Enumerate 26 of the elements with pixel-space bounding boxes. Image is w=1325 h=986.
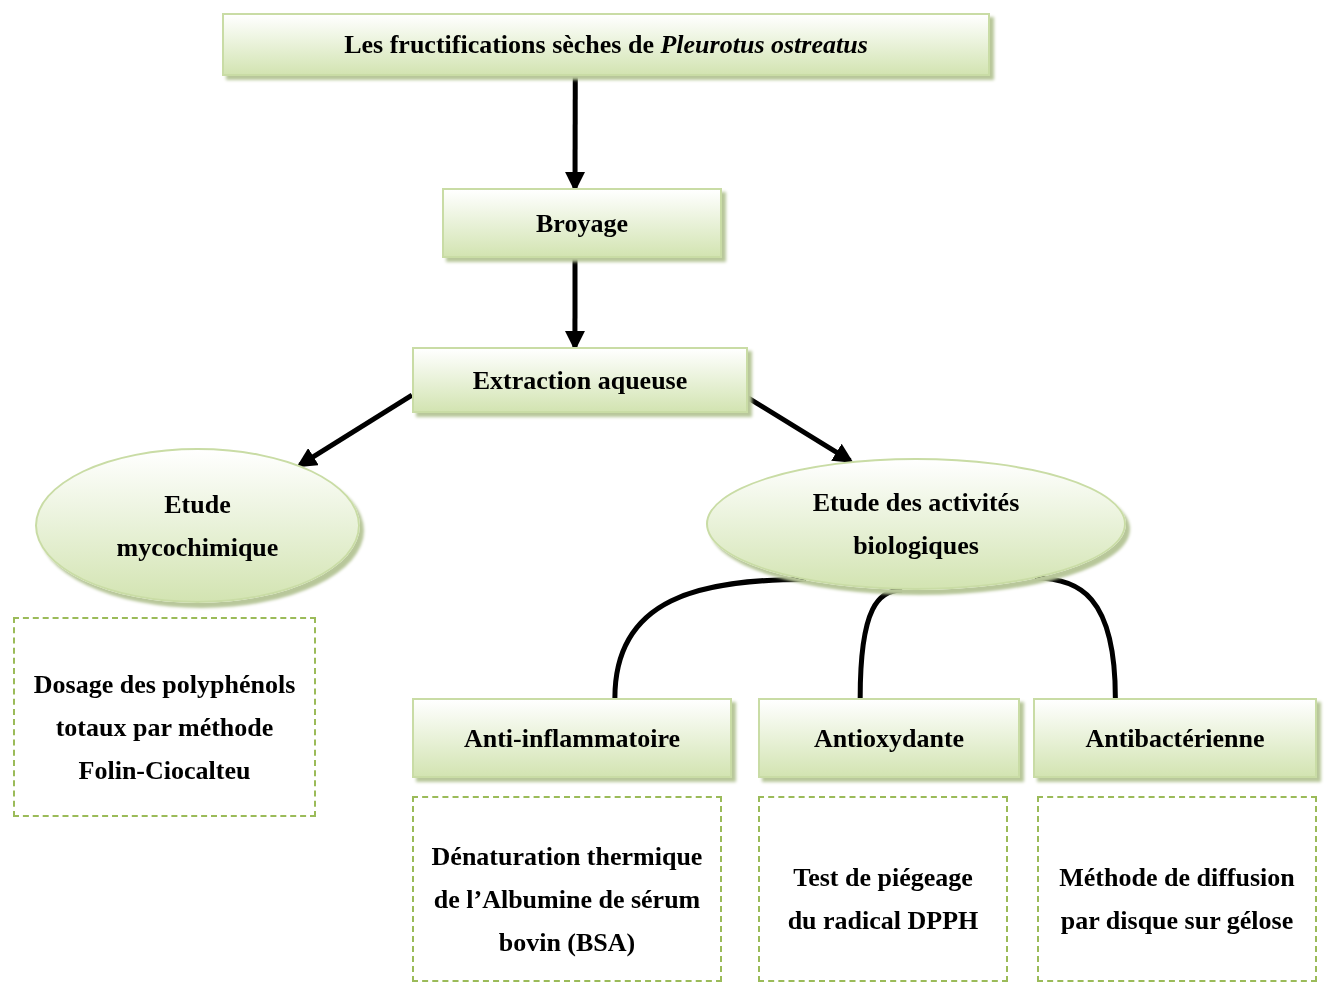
connector-line [857, 587, 903, 699]
arrow [296, 393, 414, 468]
process-box [412, 347, 748, 413]
node-label: Test de piégeage du radical DPPH [786, 862, 980, 937]
process-box [1033, 698, 1317, 778]
node-label: Etude mycochimique [115, 488, 280, 564]
node-label: Méthode de diffusion par disque sur gélose [1058, 862, 1296, 937]
node-label: Dénaturation thermique de l’Albumine de sérum bovin (BSA) [430, 840, 704, 959]
node-label: Les fructifications sèches de Pleurotus ostreatus [344, 29, 868, 61]
dashed-box [1037, 796, 1317, 982]
process-box [442, 188, 722, 258]
process-box [222, 13, 990, 76]
process-box [758, 698, 1020, 778]
dashed-box [758, 796, 1008, 982]
node-label: Extraction aqueuse [472, 364, 688, 397]
node-label: Dosage des polyphénols totaux par méthode Folin-Ciocalteu [32, 668, 297, 787]
node-label: Antibactérienne [1085, 722, 1265, 755]
connector-line [612, 576, 806, 699]
process-box [412, 698, 732, 778]
node-label: Broyage [536, 207, 628, 240]
node-label: Antioxydante [813, 722, 965, 755]
node-label: Etude des activités biologiques [811, 487, 1021, 562]
dashed-box [412, 796, 722, 982]
node-label: Anti-inflammatoire [463, 722, 681, 755]
connector-line [1034, 575, 1118, 699]
dashed-box [13, 617, 316, 817]
